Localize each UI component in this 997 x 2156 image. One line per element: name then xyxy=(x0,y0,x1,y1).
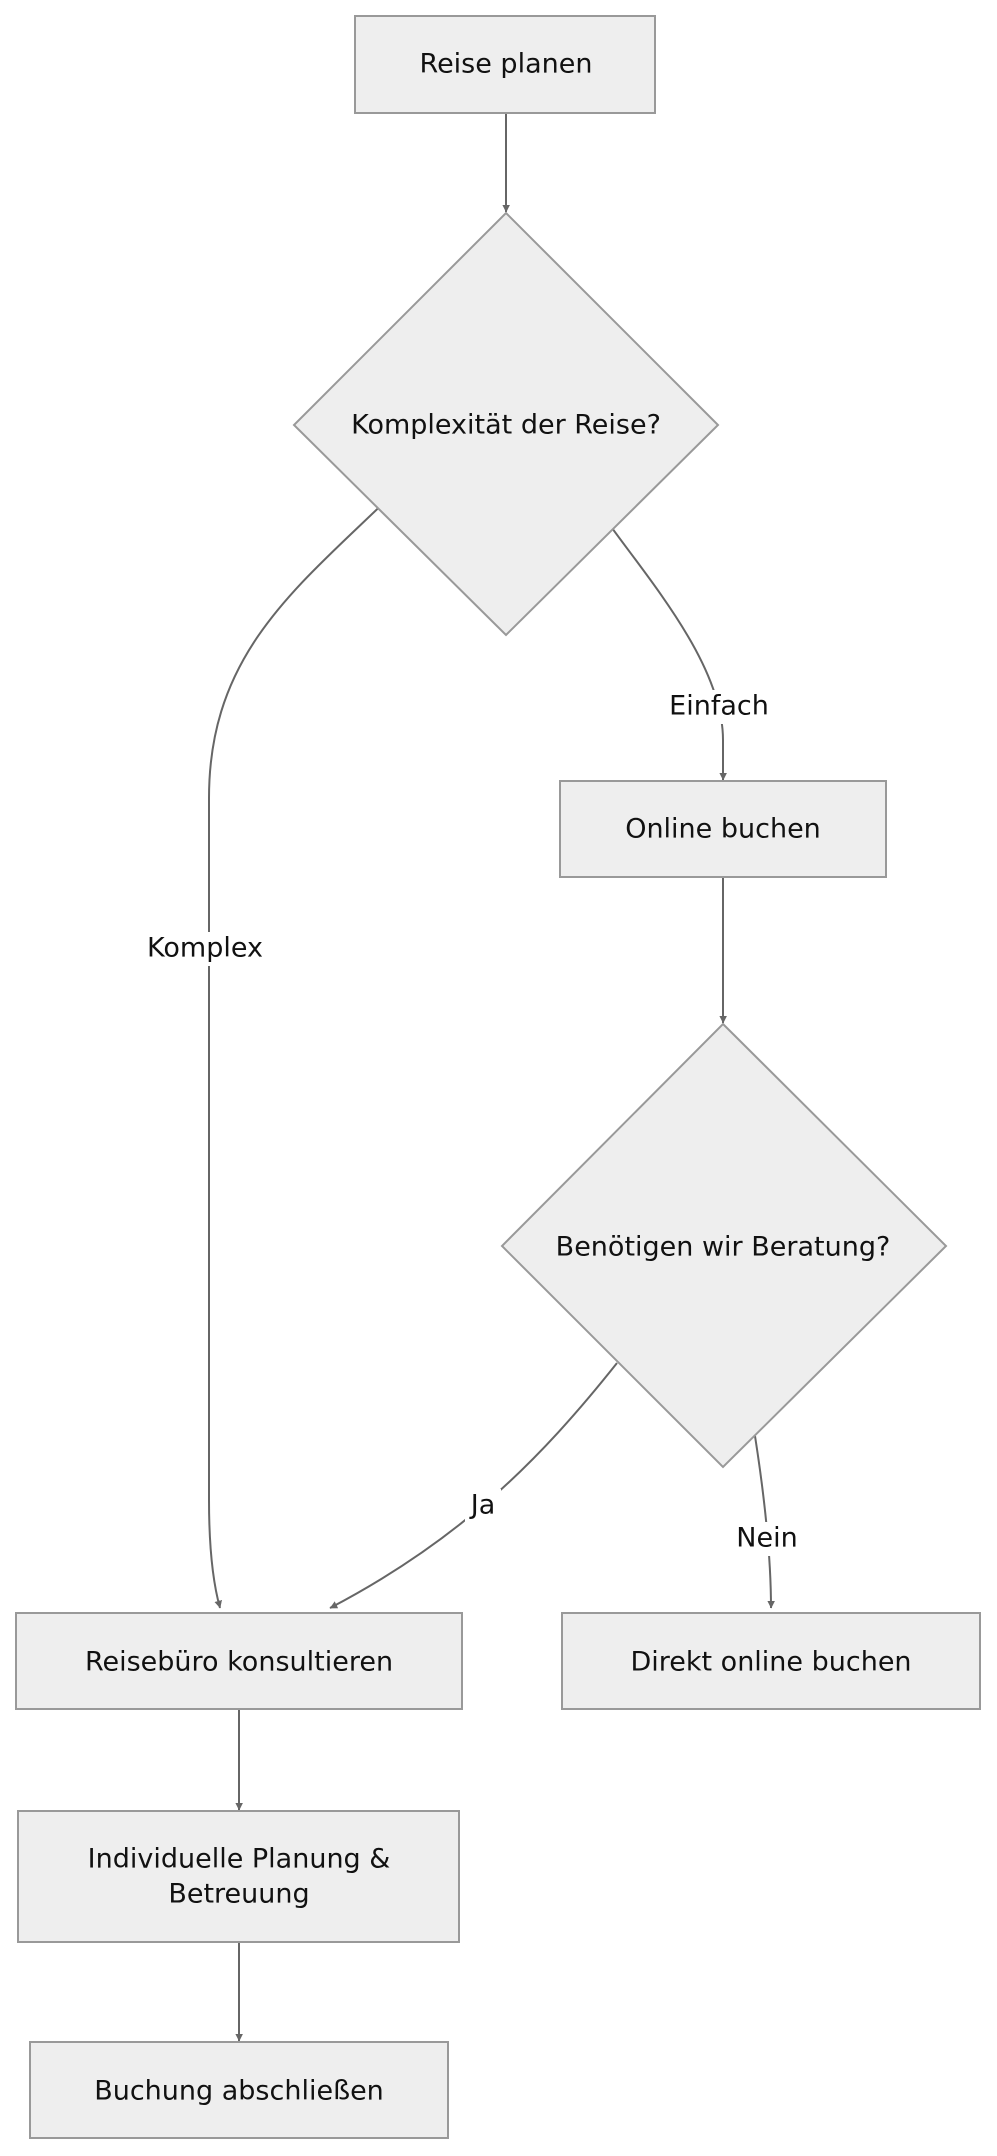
node-direct[interactable]: Direkt online buchen xyxy=(561,1612,981,1710)
node-start-label: Reise planen xyxy=(420,49,593,80)
node-decision-complexity[interactable]: Komplexität der Reise? xyxy=(292,211,720,637)
node-online-label: Online buchen xyxy=(625,814,821,845)
node-direct-label: Direkt online buchen xyxy=(630,1647,911,1678)
node-planning-label-line2: Betreuung xyxy=(168,1879,309,1910)
node-online[interactable]: Online buchen xyxy=(559,780,887,878)
node-decision-advice-label: Benötigen wir Beratung? xyxy=(556,1232,891,1263)
edge-label-yes: Ja xyxy=(465,1489,501,1523)
node-decision-advice[interactable]: Benötigen wir Beratung? xyxy=(500,1022,948,1469)
edge-label-no-text: Nein xyxy=(736,1523,797,1554)
edge-label-complex: Komplex xyxy=(145,932,265,966)
node-decision-complexity-label: Komplexität der Reise? xyxy=(351,410,661,441)
node-start[interactable]: Reise planen xyxy=(354,15,656,114)
node-agency-label: Reisebüro konsultieren xyxy=(85,1647,393,1678)
edge-label-simple-text: Einfach xyxy=(669,691,769,722)
edge-yes xyxy=(329,1362,618,1609)
node-planning[interactable]: Individuelle Planung & Betreuung xyxy=(17,1810,460,1943)
edge-simple xyxy=(596,506,723,780)
node-planning-label-line1: Individuelle Planung & xyxy=(88,1844,391,1875)
node-finish-label: Buchung abschließen xyxy=(94,2076,384,2107)
node-agency[interactable]: Reisebüro konsultieren xyxy=(15,1612,463,1710)
edge-label-simple: Einfach xyxy=(668,690,770,724)
edge-label-complex-text: Komplex xyxy=(147,933,263,964)
edge-label-yes-text: Ja xyxy=(469,1490,496,1521)
node-finish[interactable]: Buchung abschließen xyxy=(29,2041,449,2139)
edge-complex xyxy=(208,489,398,1608)
edge-label-no: Nein xyxy=(734,1522,800,1556)
